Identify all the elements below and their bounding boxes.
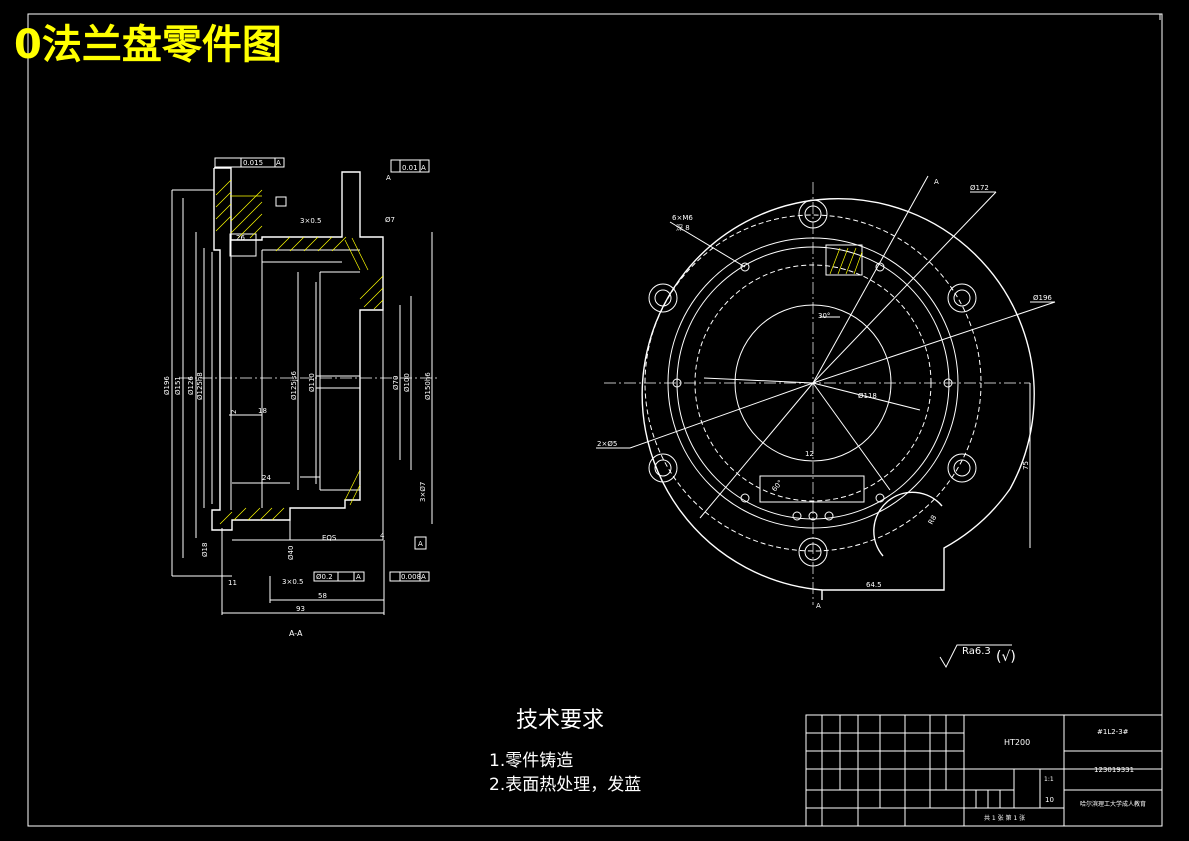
dim-d18: Ø18 (201, 543, 209, 557)
dim-11: 11 (228, 579, 237, 587)
dim-thr: 3×Ø7 (419, 482, 427, 502)
plan-dim-holes: 6×M6 (672, 214, 693, 222)
dim-d125js: Ø125js6 (290, 371, 298, 400)
plan-view: Ø172 Ø196 Ø118 6×M6 深 8 2×Ø5 64.5 75 R8 … (596, 175, 1056, 610)
dim-d151: Ø151 (174, 376, 182, 395)
plan-dim-12: 12 (805, 450, 814, 458)
tol-frame-2-datum: A (421, 164, 426, 172)
dim-58: 58 (318, 592, 327, 600)
section-view: 0.015 A 0.01 A Ø0.2 A 0.008 A A Ø196 Ø15… (163, 157, 440, 638)
tb-scale: 1:1 (1044, 776, 1054, 783)
dim-d196: Ø196 (163, 376, 171, 395)
plan-dim-d172: Ø172 (970, 184, 989, 192)
plan-dim-holes-note: 深 8 (676, 223, 690, 232)
dim-d7: Ø7 (385, 216, 395, 224)
tol-frame-4-datum: A (421, 573, 426, 581)
tech-item-2: 2.表面热处理，发蓝 (489, 775, 641, 795)
dim-d40: Ø40 (287, 546, 295, 560)
plan-dim-a30: 30° (818, 312, 830, 320)
roughness-suffix: (√) (996, 649, 1016, 665)
dim-d125h: Ø125h8 (196, 372, 204, 400)
tech-item-1: 1.零件铸造 (489, 751, 573, 771)
tol-frame-2: 0.01 (402, 164, 418, 172)
plan-tag-top: A (934, 178, 939, 186)
tol-frame-1: 0.015 (243, 159, 263, 167)
dim-93: 93 (296, 605, 305, 613)
plan-tag-bottom: A (816, 602, 821, 610)
tb-school: 哈尔滨理工大学成人教育 (1080, 800, 1146, 808)
tol-frame-4: 0.008 (401, 573, 421, 581)
dim-d126: Ø126 (187, 376, 195, 395)
sheet-title: 0法兰盘零件图 (14, 22, 282, 68)
tb-code: 123019331 (1094, 766, 1134, 774)
tb-material: HT200 (1004, 738, 1030, 747)
tol-frame-3-datum: A (356, 573, 361, 581)
roughness-value: Ra6.3 (962, 646, 991, 657)
dim-d70: Ø70 (392, 376, 400, 390)
plan-dim-64: 64.5 (866, 581, 882, 589)
dim-2: 2 (230, 410, 238, 414)
dim-d150h6: Ø150h6 (424, 372, 432, 400)
dim-26: 26 (236, 234, 245, 242)
dim-d110: Ø110 (308, 373, 316, 392)
dim-chamfer-bottom: 3×0.5 (282, 578, 303, 586)
datum-label: A (418, 540, 423, 548)
roughness-symbol: Ra6.3 (√) (939, 644, 1016, 669)
section-label: A-A (289, 629, 303, 638)
plan-dim-r8: R8 (927, 514, 939, 526)
dim-eqs: EQS (322, 534, 337, 542)
section-tag-top: A (386, 174, 391, 182)
dim-24: 24 (262, 474, 271, 482)
dim-chamfer-top: 3×0.5 (300, 217, 321, 225)
plan-dim-a60: 60° (770, 479, 784, 494)
plan-dim-d118: Ø118 (858, 392, 877, 400)
tb-qty: 10 (1045, 796, 1054, 804)
tol-frame-1-datum: A (276, 159, 281, 167)
tech-heading: 技术要求 (516, 708, 604, 733)
plan-dim-75: 75 (1022, 461, 1030, 470)
tb-sheets: 共 1 张 第 1 张 (984, 814, 1025, 822)
title-block: HT200 #1L2-3# 123019331 10 1:1 共 1 张 第 1… (805, 714, 1163, 827)
plan-dim-pins: 2×Ø5 (597, 440, 617, 448)
drawing-border (27, 13, 1163, 827)
dim-4: 4 (380, 532, 385, 540)
tb-drawing-no: #1L2-3# (1097, 728, 1129, 736)
dim-d100: Ø100 (403, 373, 411, 392)
dim-18: 18 (258, 407, 267, 415)
tol-frame-3: Ø0.2 (316, 573, 333, 581)
plan-dim-d196: Ø196 (1033, 294, 1052, 302)
